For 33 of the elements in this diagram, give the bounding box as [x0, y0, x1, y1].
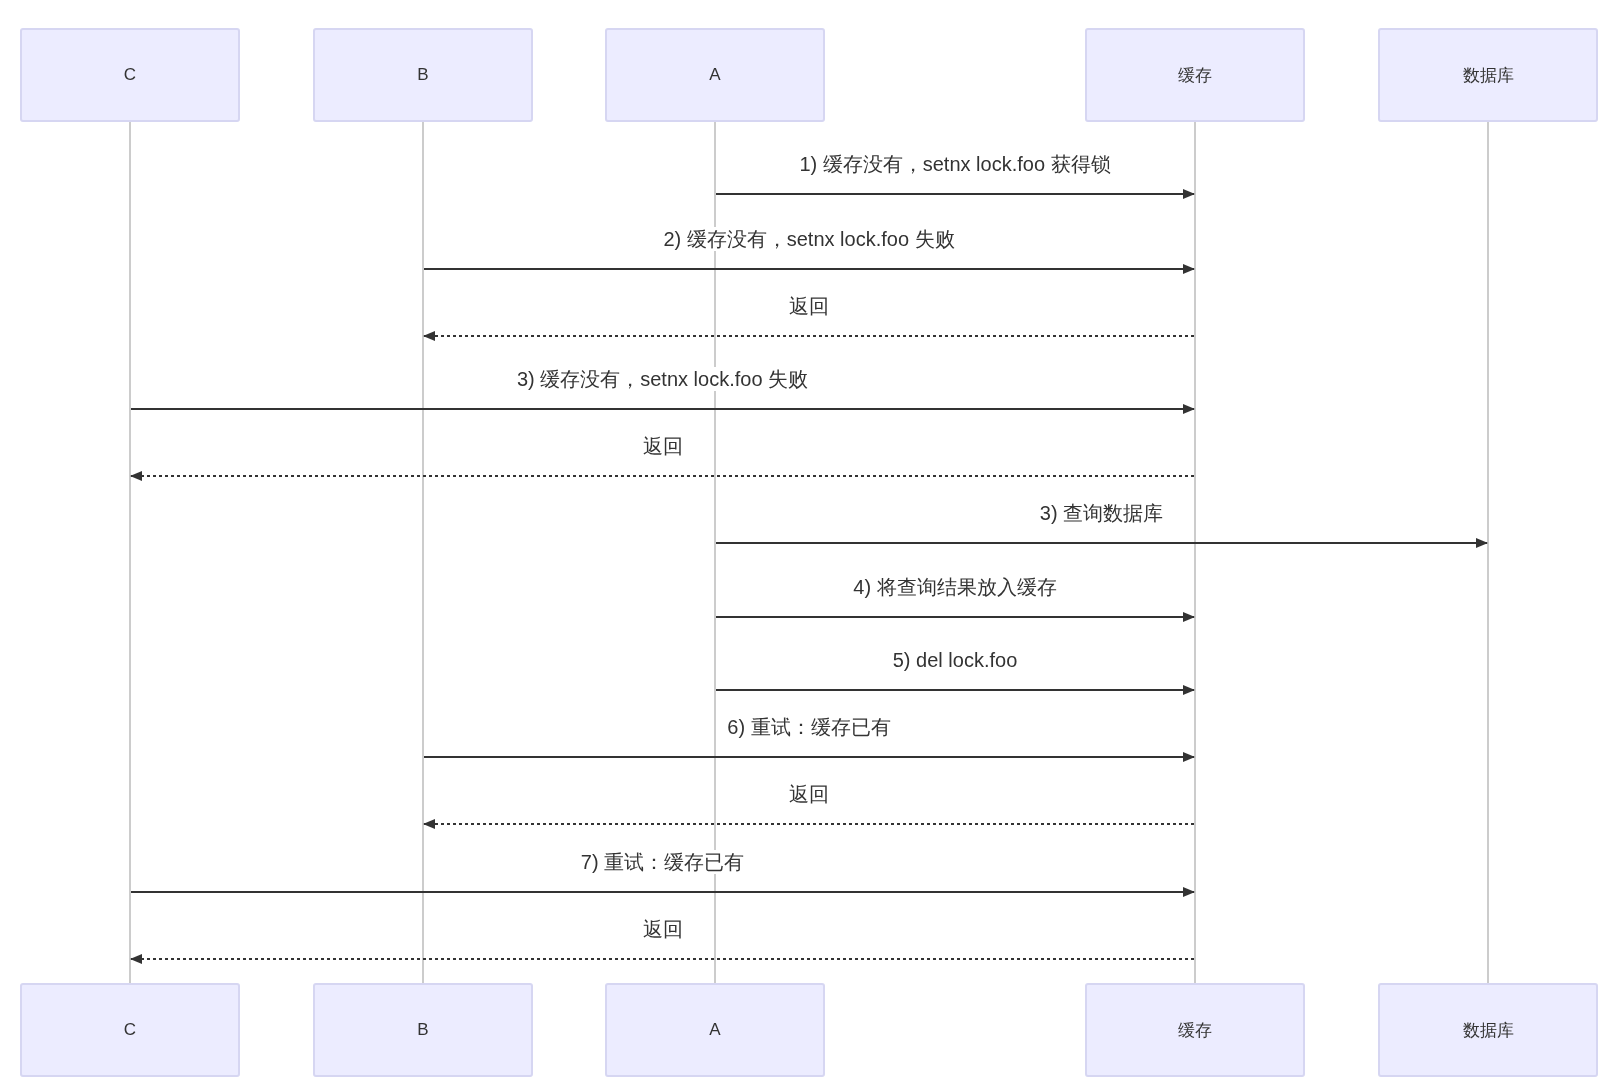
edge-label: 2) 缓存没有，setnx lock.foo 失败 [661, 227, 957, 251]
edge-label: 3) 查询数据库 [1037, 501, 1166, 525]
lifeline [1487, 122, 1489, 983]
edge-label: 7) 重试：缓存已有 [578, 850, 747, 874]
message-arrow [715, 612, 1195, 622]
participant-box: A [605, 983, 825, 1077]
participant-box: B [313, 983, 533, 1077]
message-arrow [715, 685, 1195, 695]
edge-label: 6) 重试：缓存已有 [725, 715, 893, 739]
participant-box: C [20, 983, 240, 1077]
participant-box: 数据库 [1378, 28, 1598, 122]
message-arrow [715, 189, 1195, 199]
participant-box: A [605, 28, 825, 122]
message-arrow [715, 538, 1488, 548]
message-arrow [130, 404, 1195, 414]
participant-box: 缓存 [1085, 983, 1305, 1077]
message-arrow [130, 471, 1195, 481]
message-arrow [423, 264, 1195, 274]
edge-label: 3) 缓存没有，setnx lock.foo 失败 [514, 367, 811, 391]
participant-box: B [313, 28, 533, 122]
message-arrow [423, 819, 1195, 829]
lifeline [129, 122, 131, 983]
edge-label: 4) 将查询结果放入缓存 [851, 575, 1059, 599]
participant-box: 缓存 [1085, 28, 1305, 122]
message-arrow [423, 752, 1195, 762]
participant-box: C [20, 28, 240, 122]
participant-box: 数据库 [1378, 983, 1598, 1077]
lifeline [422, 122, 424, 983]
message-arrow [130, 887, 1195, 897]
lifeline [714, 122, 716, 983]
message-arrow [130, 954, 1195, 964]
lifeline [1194, 122, 1196, 983]
message-arrow [423, 331, 1195, 341]
